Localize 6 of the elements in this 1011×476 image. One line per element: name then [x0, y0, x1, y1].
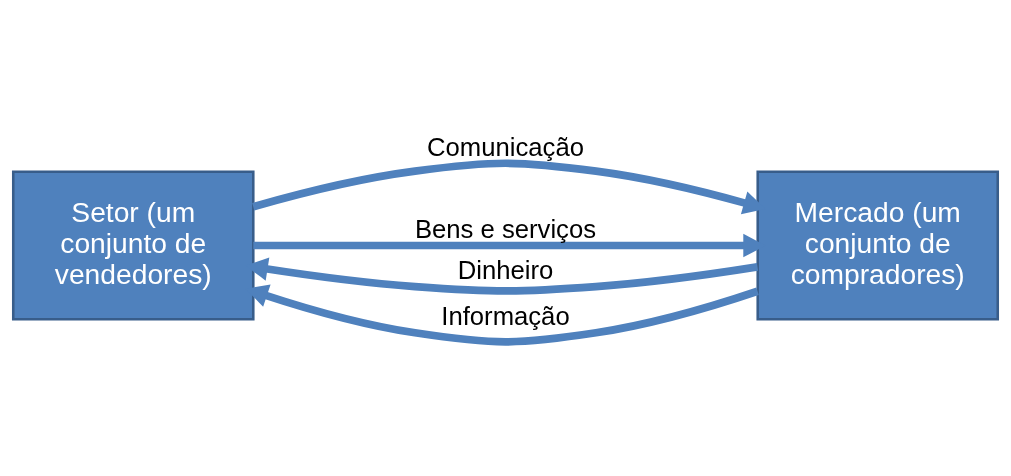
edge-label: Informação — [441, 301, 570, 330]
edge-label: Bens e serviços — [414, 214, 597, 243]
node-box: Setor (um conjunto de vendedores) — [11, 169, 255, 321]
edge-label: Dinheiro — [457, 255, 554, 284]
node-box: Mercado (um conjunto de compradores) — [756, 169, 1000, 321]
edge-label: Comunicação — [427, 132, 584, 161]
